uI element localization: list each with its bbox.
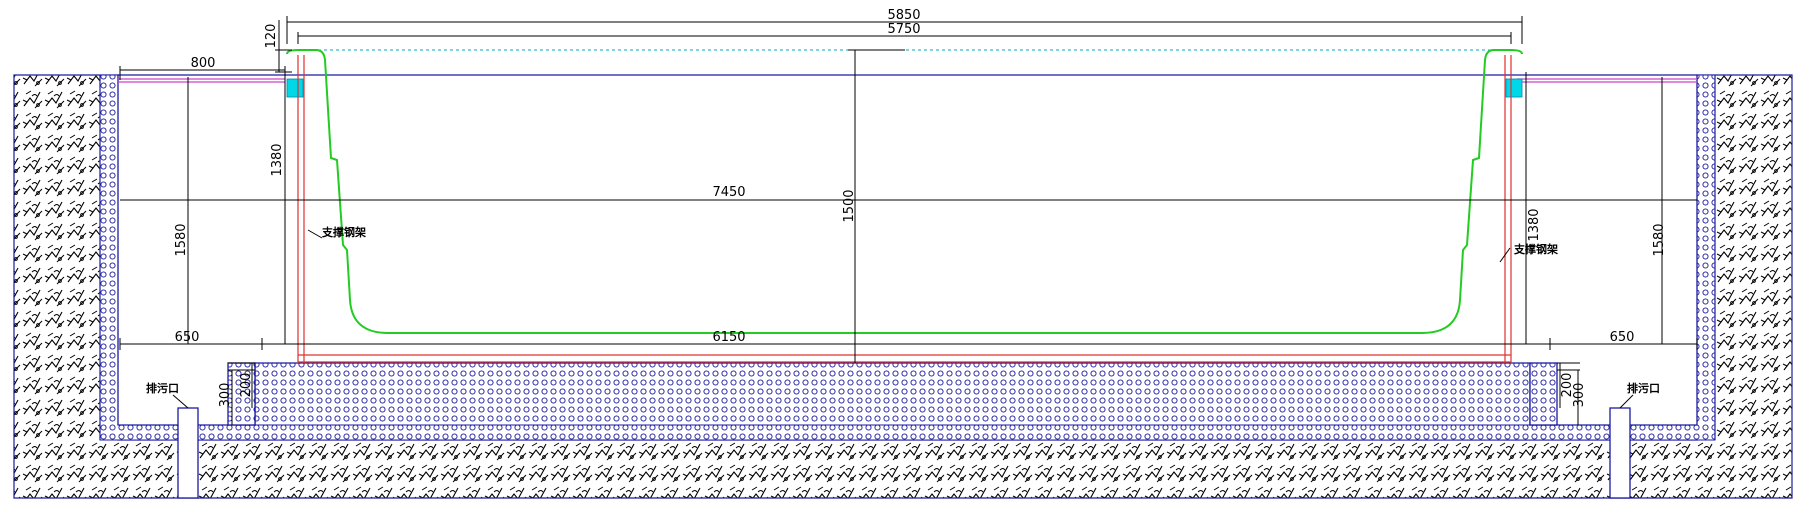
dim-ledge-width: 800 (191, 56, 216, 71)
dim-side-height-left: 1380 (270, 143, 285, 176)
dim-step-left-300: 300 (218, 383, 233, 408)
note-support-right: 支撑钢架 (1513, 242, 1558, 256)
dim-step-left-200: 200 (239, 373, 254, 398)
drain-pipe-right (1609, 407, 1631, 499)
dim-outer-height-left: 1580 (174, 223, 189, 256)
dim-overall-top: 5850 (887, 8, 920, 23)
dim-outer-height-right: 1580 (1652, 223, 1667, 256)
dim-floor-gap-right: 650 (1610, 330, 1635, 345)
dim-side-height-right: 1380 (1527, 208, 1542, 241)
dim-bottom-width: 6150 (712, 330, 745, 345)
gravel-layer (99, 74, 1716, 441)
dim-pool-depth: 1500 (842, 189, 857, 222)
drain-pipe-left (177, 407, 199, 499)
note-drain-left: 排污口 (146, 381, 179, 395)
dim-inner-top: 5750 (887, 22, 920, 37)
dim-floor-gap-left: 650 (175, 330, 200, 345)
dim-step-right-200: 200 (1560, 373, 1575, 398)
dim-lip-height: 120 (264, 24, 279, 49)
coping-block-left (286, 78, 304, 98)
deck-edge (118, 78, 1697, 83)
pool-liner (286, 49, 1523, 334)
dimension-lines (119, 16, 1698, 425)
dim-full-width: 7450 (712, 185, 745, 200)
coping-block-right (1505, 78, 1523, 98)
note-drain-right: 排污口 (1627, 381, 1660, 395)
support-frame (297, 55, 1512, 363)
note-support-left: 支撑钢架 (321, 225, 366, 239)
note-leaders (172, 229, 1634, 409)
dim-step-right-300: 300 (1572, 383, 1587, 408)
